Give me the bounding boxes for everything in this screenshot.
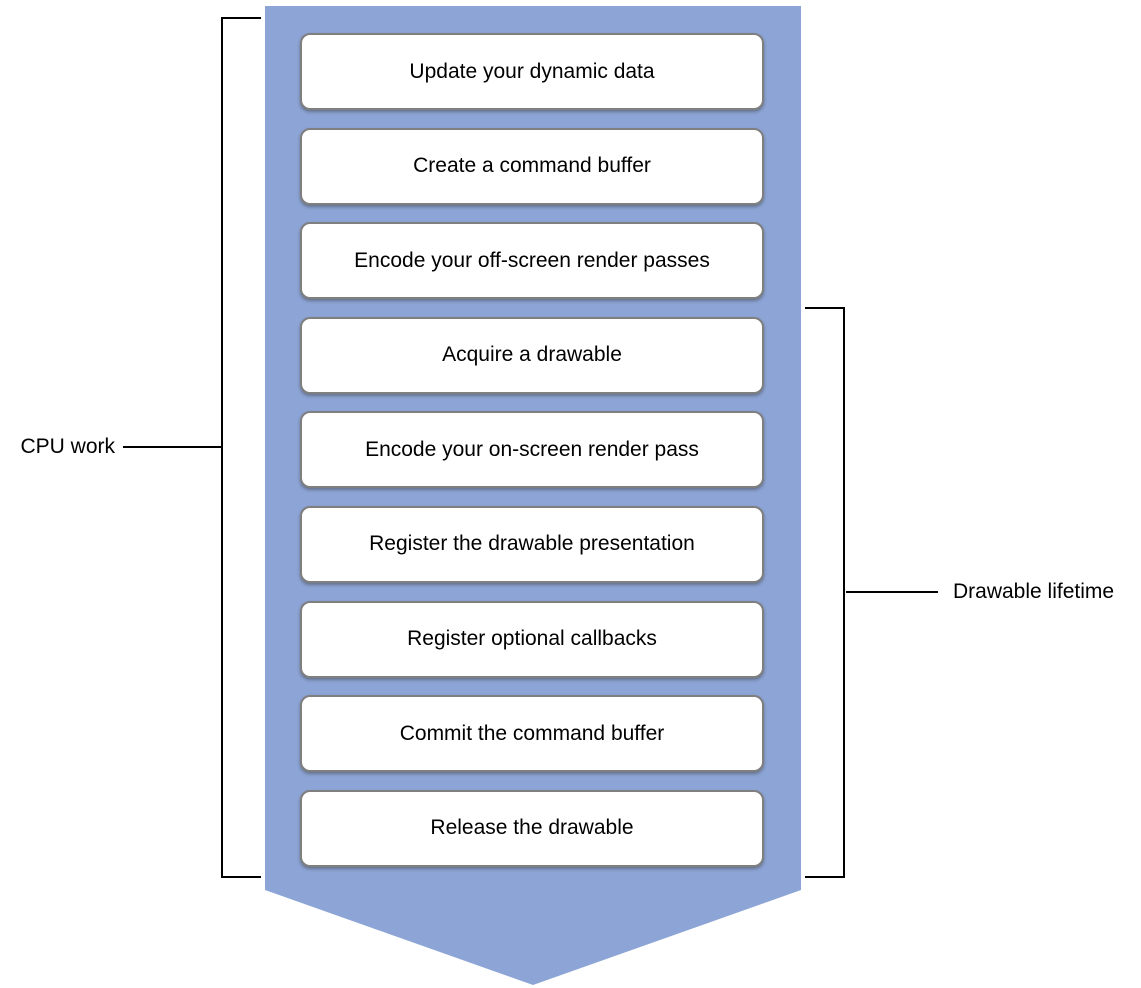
step-box-update-dynamic-data: Update your dynamic data bbox=[300, 33, 764, 110]
step-label: Create a command buffer bbox=[413, 154, 651, 178]
cpu-work-bracket bbox=[221, 17, 261, 878]
step-box-commit-command-buffer: Commit the command buffer bbox=[300, 695, 764, 773]
step-label: Release the drawable bbox=[430, 816, 634, 840]
step-label: Register the drawable presentation bbox=[369, 532, 695, 556]
step-label: Update your dynamic data bbox=[409, 59, 655, 83]
step-label: Commit the command buffer bbox=[399, 721, 665, 745]
step-box-encode-onscreen-render-pass: Encode your on-screen render pass bbox=[300, 411, 764, 489]
step-label: Register optional callbacks bbox=[407, 627, 657, 651]
step-box-encode-offscreen-render-passes: Encode your off-screen render passes bbox=[300, 222, 764, 300]
step-label: Encode your on-screen render pass bbox=[365, 437, 699, 461]
drawable-lifetime-connector-line bbox=[846, 591, 938, 593]
step-label: Acquire a drawable bbox=[442, 343, 622, 367]
drawable-lifetime-bracket bbox=[805, 307, 845, 878]
step-label: Encode your off-screen render passes bbox=[354, 248, 710, 272]
step-box-register-drawable-presentation: Register the drawable presentation bbox=[300, 505, 764, 583]
cpu-work-label: CPU work bbox=[20, 435, 115, 458]
step-box-create-command-buffer: Create a command buffer bbox=[300, 127, 764, 205]
step-box-acquire-drawable: Acquire a drawable bbox=[300, 316, 764, 394]
steps-column: Update your dynamic data Create a comman… bbox=[300, 33, 764, 867]
step-box-register-optional-callbacks: Register optional callbacks bbox=[300, 600, 764, 678]
drawable-lifetime-label: Drawable lifetime bbox=[953, 580, 1115, 603]
cpu-work-connector-line bbox=[123, 446, 221, 448]
step-box-release-drawable: Release the drawable bbox=[300, 789, 764, 867]
